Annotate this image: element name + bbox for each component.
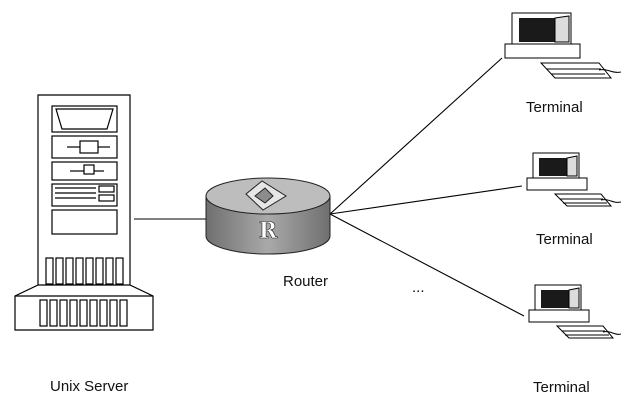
router-icon: R <box>205 177 331 255</box>
terminal-label: Terminal <box>536 231 593 248</box>
server-label: Unix Server <box>50 378 128 395</box>
terminal-icon <box>504 12 621 79</box>
router-letter: R <box>259 218 278 244</box>
terminal-icon <box>526 152 621 207</box>
ellipsis-label: ... <box>412 279 425 296</box>
unix-server-icon <box>14 94 154 331</box>
terminal-label: Terminal <box>526 99 583 116</box>
terminal-icon <box>528 284 621 339</box>
router-arrows-icon <box>245 180 287 211</box>
terminal-label: Terminal <box>533 379 590 396</box>
link-router-terminal-3 <box>329 213 525 317</box>
link-router-terminal-1 <box>329 57 503 215</box>
router-label: Router <box>283 273 328 290</box>
link-router-terminal-2 <box>329 185 523 215</box>
connection-lines <box>134 57 525 317</box>
